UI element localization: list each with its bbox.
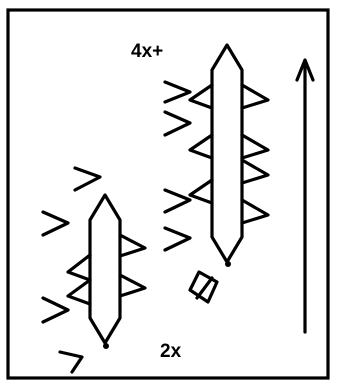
upward-arrow bbox=[295, 58, 315, 334]
lower-shape-tail-dot bbox=[103, 343, 109, 349]
upper-shape-tail-dot bbox=[225, 261, 231, 267]
chevron-3 bbox=[163, 188, 192, 214]
label-upper-count: 4x+ bbox=[131, 41, 163, 62]
chevron-marks bbox=[41, 80, 192, 374]
upper-left-spines bbox=[188, 83, 214, 205]
chevron-4 bbox=[163, 226, 192, 252]
lower-left-spines bbox=[66, 253, 92, 306]
small-diamond bbox=[188, 270, 219, 304]
frame-border bbox=[6, 8, 330, 380]
lower-right-spines bbox=[118, 233, 147, 298]
lower-elongated-shape bbox=[66, 193, 147, 349]
chevron-6 bbox=[41, 210, 70, 237]
upper-right-spines bbox=[240, 83, 270, 225]
chevron-8 bbox=[58, 350, 84, 374]
chevron-1 bbox=[163, 80, 192, 104]
chevron-7 bbox=[41, 296, 70, 324]
chevron-2 bbox=[163, 110, 192, 137]
chevron-5 bbox=[73, 166, 102, 192]
label-lower-count: 2x bbox=[160, 341, 182, 362]
upper-elongated-shape bbox=[188, 43, 270, 267]
